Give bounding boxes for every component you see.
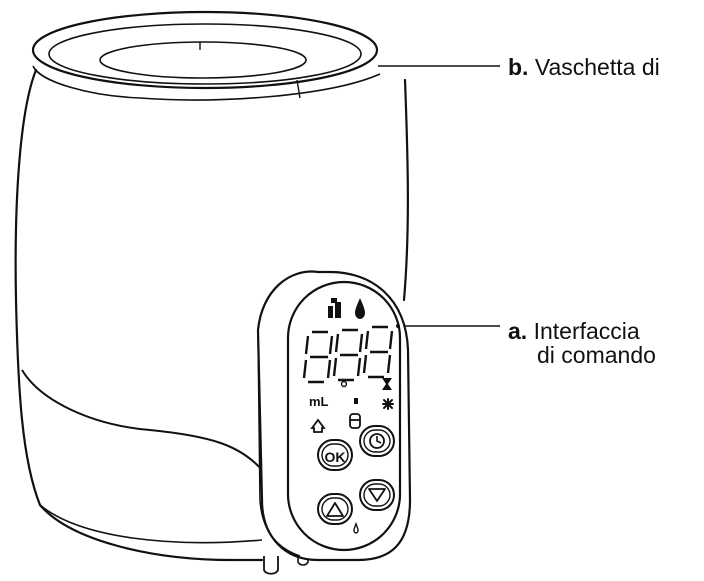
triangle-up-icon	[326, 502, 344, 517]
home-icon	[310, 418, 326, 433]
timer-button[interactable]	[359, 425, 395, 457]
callout-control-interface: a. Interfaccia di comando	[508, 319, 656, 367]
hourglass-icon	[382, 378, 392, 390]
jar-icon	[349, 413, 361, 429]
bottle-size-icon	[328, 298, 341, 318]
base-band-top	[21, 369, 263, 471]
snowflake-icon	[382, 398, 394, 410]
down-button[interactable]	[359, 479, 395, 511]
callout-b-text: Vaschetta di	[534, 54, 660, 80]
rim-lip	[32, 65, 381, 101]
foot-left	[263, 556, 279, 575]
up-button[interactable]	[317, 493, 353, 525]
water-drop-icon	[355, 298, 365, 319]
callout-a-line2: di comando	[537, 342, 656, 368]
unit-label-ml: mL	[309, 394, 329, 409]
clock-icon	[369, 433, 385, 449]
seven-segment-display	[302, 325, 394, 384]
top-rim-outer	[31, 10, 379, 90]
ok-button[interactable]: OK	[317, 439, 353, 471]
panel-side-face	[257, 329, 301, 557]
ok-button-label: OK	[325, 449, 346, 465]
status-led	[396, 324, 400, 328]
callout-b-letter: b.	[508, 54, 529, 80]
callout-a-line1: Interfaccia	[533, 318, 640, 344]
bottle-type-icon	[354, 398, 358, 404]
callout-water-tank: b. Vaschetta di	[508, 55, 660, 79]
foot-right	[297, 552, 309, 566]
water-tank-opening	[99, 41, 307, 79]
triangle-down-icon	[368, 488, 386, 502]
bottom-drop-icon	[353, 521, 359, 534]
display-decimal-dot	[340, 380, 348, 388]
top-rim-middle	[48, 23, 362, 85]
callout-a-letter: a.	[508, 318, 528, 344]
base-band-bottom	[39, 504, 263, 544]
device-body-outline	[14, 68, 409, 562]
rim-seam	[296, 79, 301, 99]
